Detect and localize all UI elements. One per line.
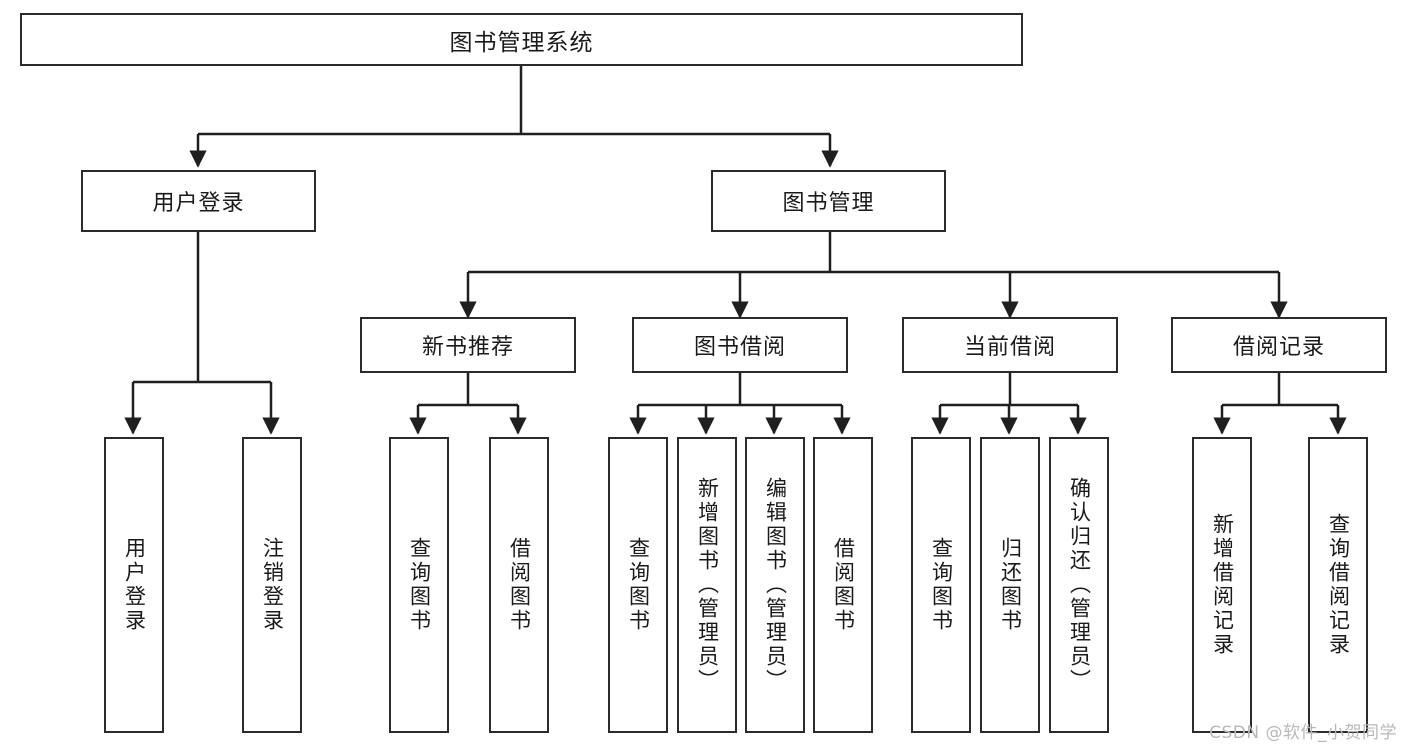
node-leaf-confirm-return-admin[interactable]: 确认归还（管理员） <box>1049 437 1109 733</box>
node-book-borrow[interactable]: 图书借阅 <box>632 317 848 373</box>
node-book-management[interactable]: 图书管理 <box>711 170 946 232</box>
node-label: 图书管理系统 <box>449 29 594 56</box>
node-leaf-query-book-newbook[interactable]: 查询图书 <box>389 437 449 733</box>
node-label: 查询借阅记录 <box>1326 513 1351 657</box>
node-leaf-query-book-borrow[interactable]: 查询图书 <box>608 437 668 733</box>
node-leaf-query-borrow-record[interactable]: 查询借阅记录 <box>1308 437 1368 733</box>
csdn-watermark: CSDN @软件_小贺同学 <box>1209 723 1397 743</box>
node-label: 归还图书 <box>998 537 1023 633</box>
node-label: 当前借阅 <box>963 335 1056 360</box>
node-label: 新增图书（管理员） <box>695 477 720 693</box>
node-leaf-edit-book-admin[interactable]: 编辑图书（管理员） <box>745 437 805 733</box>
node-leaf-borrow-book-newbook[interactable]: 借阅图书 <box>489 437 549 733</box>
node-label: 图书借阅 <box>693 335 786 360</box>
node-label: 新书推荐 <box>421 335 514 360</box>
node-borrow-record[interactable]: 借阅记录 <box>1171 317 1387 373</box>
node-leaf-return-book[interactable]: 归还图书 <box>980 437 1040 733</box>
node-leaf-query-book-current[interactable]: 查询图书 <box>911 437 971 733</box>
node-label: 借阅图书 <box>831 537 856 633</box>
node-label: 编辑图书（管理员） <box>763 477 788 693</box>
node-leaf-borrow-book[interactable]: 借阅图书 <box>813 437 873 733</box>
node-new-book-recommend[interactable]: 新书推荐 <box>360 317 576 373</box>
node-label: 查询图书 <box>929 537 954 633</box>
node-leaf-add-borrow-record[interactable]: 新增借阅记录 <box>1192 437 1252 733</box>
node-label: 借阅图书 <box>507 537 532 633</box>
node-user-login[interactable]: 用户登录 <box>81 170 316 232</box>
node-label: 用户登录 <box>152 191 245 216</box>
node-leaf-add-book-admin[interactable]: 新增图书（管理员） <box>677 437 737 733</box>
node-current-borrow[interactable]: 当前借阅 <box>902 317 1118 373</box>
node-label: 查询图书 <box>407 537 432 633</box>
node-leaf-user-login[interactable]: 用户登录 <box>104 437 164 733</box>
node-label: 新增借阅记录 <box>1210 513 1235 657</box>
node-label: 用户登录 <box>122 537 147 633</box>
node-leaf-logout[interactable]: 注销登录 <box>242 437 302 733</box>
node-label: 借阅记录 <box>1232 335 1325 360</box>
node-root-book-management-system[interactable]: 图书管理系统 <box>20 13 1023 66</box>
node-label: 查询图书 <box>626 537 651 633</box>
node-label: 注销登录 <box>260 537 285 633</box>
node-label: 图书管理 <box>782 191 875 216</box>
node-label: 确认归还（管理员） <box>1067 477 1092 693</box>
